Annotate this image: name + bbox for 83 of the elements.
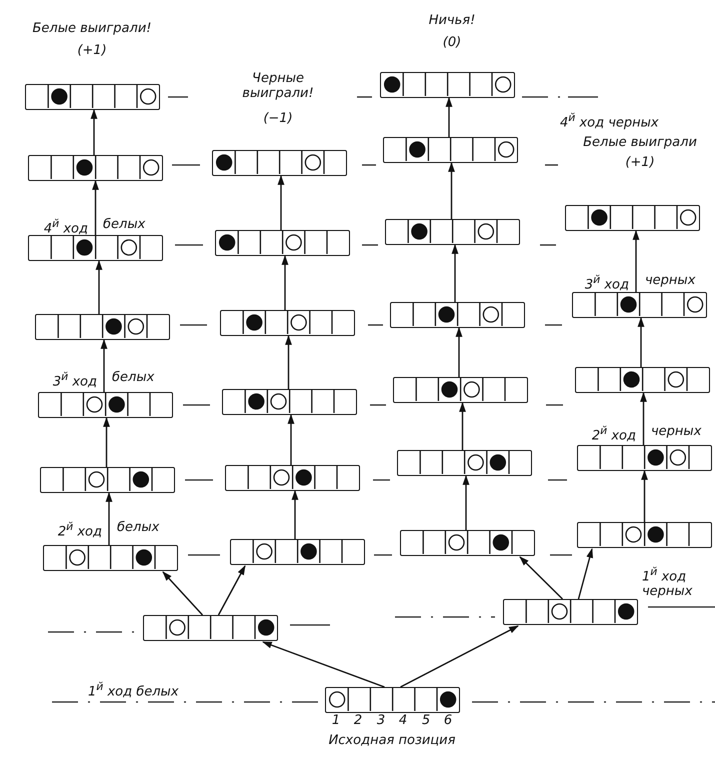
move-label: белых xyxy=(117,521,160,536)
arrow xyxy=(448,162,455,219)
game-board xyxy=(383,137,518,163)
move-label: 3$^{й}$ ход xyxy=(584,274,629,294)
cell-number: 1 xyxy=(330,714,342,729)
game-board xyxy=(225,465,360,491)
move-label: 1$^{й}$ ход белых xyxy=(88,681,179,700)
arrow xyxy=(578,548,593,600)
arrow xyxy=(641,470,648,522)
arrow xyxy=(100,339,108,392)
arrow xyxy=(282,255,288,310)
game-board xyxy=(25,84,160,110)
game-board xyxy=(143,615,278,641)
outcome-note: (−1) xyxy=(262,112,294,127)
arrow xyxy=(278,175,284,230)
game-board xyxy=(38,392,173,418)
game-board xyxy=(393,377,528,403)
game-board xyxy=(577,445,712,471)
game-board xyxy=(385,219,520,245)
cell-number: 3 xyxy=(376,714,386,729)
arrow xyxy=(96,260,102,314)
arrow xyxy=(400,625,519,688)
move-label: 1$^{й}$ ход черных xyxy=(642,566,694,600)
outcome-note: (0) xyxy=(442,36,462,51)
move-label: белых xyxy=(103,218,146,233)
cell-number: 6 xyxy=(442,714,454,729)
arrow xyxy=(262,641,385,688)
game-board xyxy=(572,292,707,318)
outcome-note: Исходная позиция xyxy=(328,734,456,749)
arrow xyxy=(288,414,294,465)
game-board xyxy=(400,530,535,556)
move-label: черных xyxy=(645,274,696,289)
game-board xyxy=(390,302,525,328)
game-board xyxy=(222,389,357,415)
game-board xyxy=(230,539,365,565)
move-label: 2$^{й}$ ход xyxy=(592,425,636,444)
game-board xyxy=(215,230,350,256)
game-board xyxy=(28,235,163,261)
arrow xyxy=(90,109,98,155)
cell-number: 2 xyxy=(352,714,364,729)
arrow xyxy=(462,475,470,530)
arrow xyxy=(452,244,458,302)
game-board xyxy=(40,467,175,493)
outcome-note: (+1) xyxy=(76,44,108,59)
arrow xyxy=(519,556,563,600)
game-board xyxy=(28,155,163,181)
game-board xyxy=(380,72,515,98)
arrow xyxy=(285,335,292,389)
outcome-note: (+1) xyxy=(624,156,656,171)
game-board xyxy=(397,450,532,476)
arrow xyxy=(459,402,466,450)
arrow xyxy=(632,230,640,292)
arrow xyxy=(292,490,298,539)
arrow xyxy=(446,97,452,137)
move-label: 4$^{й}$ ход черных xyxy=(560,112,659,132)
game-board xyxy=(577,522,712,548)
cell-number: 5 xyxy=(420,714,432,729)
move-label: черных xyxy=(651,425,702,440)
game-board xyxy=(503,599,638,625)
arrow xyxy=(638,317,644,367)
outcome-note: Белые выиграли! xyxy=(31,22,152,37)
arrow xyxy=(640,392,647,445)
arrow xyxy=(92,180,99,235)
game-board xyxy=(325,687,460,713)
game-board xyxy=(575,367,710,393)
arrow xyxy=(103,417,110,467)
game-board xyxy=(212,150,347,176)
arrow xyxy=(218,565,246,616)
move-label: белых xyxy=(112,371,154,386)
cell-number: 4 xyxy=(398,714,408,729)
game-board xyxy=(220,310,355,336)
game-board xyxy=(43,545,178,571)
move-label: 4$^{й}$ ход xyxy=(44,218,88,238)
outcome-note: Черные выиграли! xyxy=(241,72,315,102)
arrow xyxy=(106,492,112,545)
outcome-note: Ничья! xyxy=(428,14,476,29)
arrow xyxy=(162,571,204,616)
game-board xyxy=(35,314,170,340)
outcome-note: Белые выиграли xyxy=(582,136,698,151)
game-board xyxy=(565,205,700,231)
move-label: 2$^{й}$ ход xyxy=(58,521,102,540)
arrow xyxy=(456,327,462,377)
move-label: 3$^{й}$ ход xyxy=(52,371,97,390)
